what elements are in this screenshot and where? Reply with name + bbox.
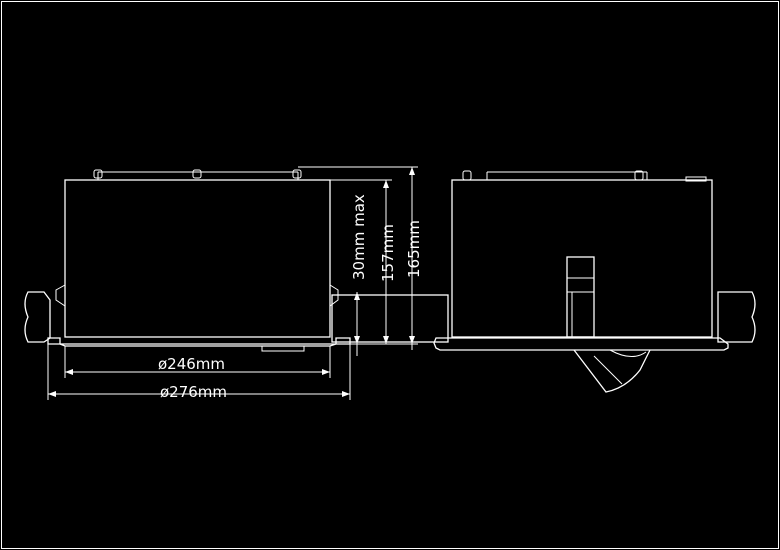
ceiling-middle: [331, 294, 449, 343]
total-height-label: 165mm: [405, 220, 423, 278]
ceiling-section: [24, 291, 756, 343]
ceiling-left-edge: [24, 291, 51, 343]
inner-diameter-label: ø246mm: [158, 355, 225, 373]
left-trim-ring: [47, 337, 351, 347]
tilted-lamp-icon: [573, 349, 651, 393]
spring-clip-icon: [93, 169, 302, 179]
diameter-dimensions: ø246mm ø276mm: [47, 344, 351, 401]
outer-diameter-label: ø276mm: [160, 383, 227, 401]
right-housing: [451, 179, 713, 338]
right-trim-ring: [433, 337, 729, 351]
connector-block: [566, 256, 595, 338]
recess-height-label: 157mm: [379, 224, 397, 282]
height-dimensions: 30mm max 157mm 165mm: [298, 166, 423, 356]
left-housing: [64, 179, 331, 338]
ceiling-thickness-label: 30mm max: [350, 194, 368, 280]
ceiling-right-edge: [717, 291, 756, 343]
right-luminaire: [433, 170, 729, 393]
spring-clip-icon: [462, 170, 644, 181]
left-luminaire: [47, 169, 351, 352]
